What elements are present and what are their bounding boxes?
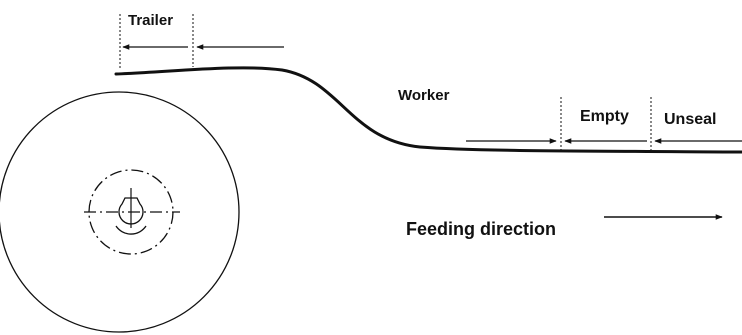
unseal-label: Unseal [664,111,716,128]
feeding-direction-label: Feeding direction [406,219,556,239]
reel-hub-arc [115,225,147,235]
reel-outline [0,91,240,333]
reel-hub-key-icon [118,197,144,225]
empty-label: Empty [580,108,629,125]
trailer-label: Trailer [128,12,173,29]
worker-label: Worker [398,87,450,104]
carrier-tape [114,66,742,154]
